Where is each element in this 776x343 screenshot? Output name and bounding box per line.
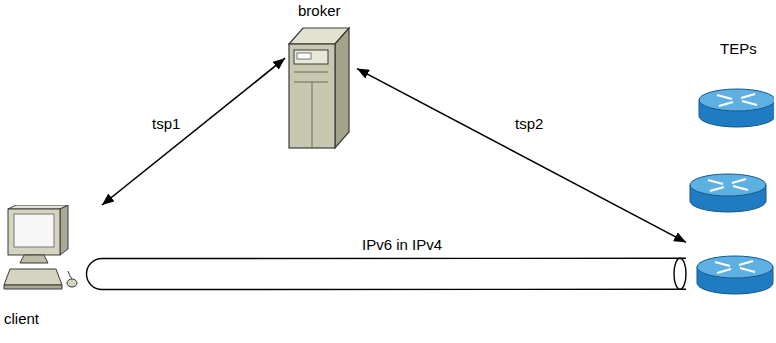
edge-label: tsp1 bbox=[150, 115, 182, 133]
protocol-arrow bbox=[357, 69, 686, 243]
node-icon bbox=[686, 38, 774, 300]
tunnel-tube bbox=[87, 258, 687, 289]
edge-label: IPv6 in IPv4 bbox=[360, 236, 444, 254]
node-label: client bbox=[4, 310, 39, 328]
router-group: TEPs bbox=[686, 38, 774, 300]
node-label: TEPs bbox=[720, 40, 757, 58]
edge-label: tsp2 bbox=[513, 115, 545, 133]
node-label: broker bbox=[298, 2, 341, 20]
server-node: broker bbox=[285, 2, 357, 150]
node-icon bbox=[2, 205, 82, 295]
node-icon bbox=[285, 22, 353, 150]
client-node: client bbox=[2, 205, 102, 333]
protocol-arrow bbox=[102, 58, 285, 205]
